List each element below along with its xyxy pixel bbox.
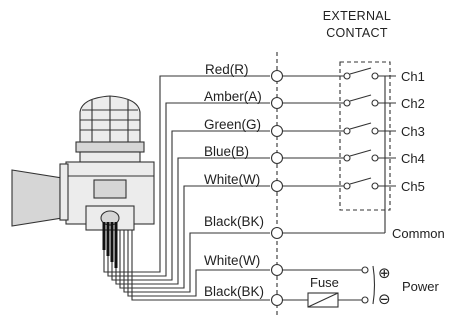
wire-label: White(W) <box>204 172 260 187</box>
terminal-block <box>270 69 284 307</box>
power-label: Power <box>402 279 440 294</box>
fuse-label: Fuse <box>310 275 339 290</box>
channel-label: Ch4 <box>401 151 425 166</box>
common-label: Common <box>392 226 445 241</box>
plus-symbol: ⊕ <box>378 265 391 282</box>
minus-symbol: ⊖ <box>378 291 391 308</box>
terminal <box>270 151 284 165</box>
terminal <box>270 293 284 307</box>
wire-label: Green(G) <box>204 117 261 132</box>
wire-label: Black(BK) <box>204 214 264 229</box>
wire-label: Red(R) <box>205 62 249 77</box>
wire-label: White(W) <box>204 253 260 268</box>
lens-collar <box>75 141 145 153</box>
terminal <box>270 124 284 138</box>
power-section: Fuse ⊕ ⊖ Power <box>283 265 440 308</box>
channel-contacts: Ch1 Ch2 Ch3 Ch4 Ch5 Common <box>283 67 445 241</box>
housing-window <box>93 179 127 199</box>
channel-label: Ch5 <box>401 179 425 194</box>
terminal <box>270 96 284 110</box>
terminal <box>270 69 284 83</box>
power-terminal-negative <box>361 296 369 304</box>
terminal <box>270 263 284 277</box>
channel-label: Ch3 <box>401 124 425 139</box>
terminal <box>270 226 284 240</box>
contact-box-outline <box>339 61 391 211</box>
wire-label: Black(BK) <box>204 284 264 299</box>
cable-gland <box>100 210 120 226</box>
wire-labels: Red(R) Amber(A) Green(G) Blue(B) White(W… <box>204 62 264 299</box>
channel-label: Ch1 <box>401 69 425 84</box>
horn-bell <box>11 169 63 227</box>
external-contact-box: EXTERNAL CONTACT <box>323 9 391 211</box>
wire-label: Blue(B) <box>204 144 249 159</box>
external-contact-title: CONTACT <box>326 26 388 40</box>
channel-label: Ch2 <box>401 96 425 111</box>
wire-label: Amber(A) <box>204 89 262 104</box>
external-contact-title: EXTERNAL <box>323 9 391 23</box>
wire-bundle <box>103 75 270 301</box>
terminal <box>270 179 284 193</box>
signal-horn-device <box>11 95 155 268</box>
power-terminal-positive <box>361 266 369 274</box>
